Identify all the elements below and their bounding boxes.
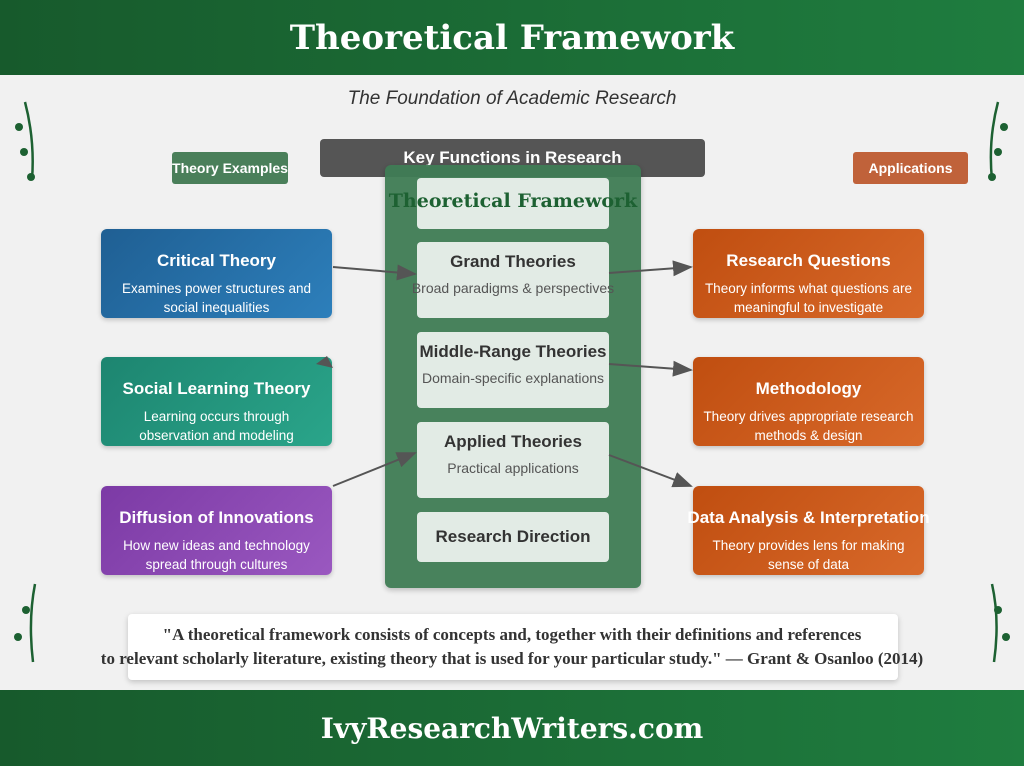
applications-badge: Applications bbox=[853, 152, 968, 184]
card-title: Methodology bbox=[755, 379, 862, 398]
box-desc: Domain-specific explanations bbox=[421, 370, 605, 386]
header-title: Theoretical Framework bbox=[0, 0, 1024, 75]
box-title: Applied Theories bbox=[444, 432, 582, 451]
card-title: Social Learning Theory bbox=[122, 379, 311, 398]
box-desc: Practical applications bbox=[447, 460, 579, 476]
card-title: Research Questions bbox=[726, 251, 891, 270]
leaf-icon bbox=[14, 123, 1010, 641]
box-title: Middle-Range Theories bbox=[419, 342, 607, 361]
research-direction-box[interactable]: Research Direction bbox=[417, 512, 609, 562]
card-desc: Theory provides lens for making sense of… bbox=[712, 538, 905, 572]
card-desc: Theory drives appropriate research metho… bbox=[703, 409, 914, 443]
footer-site[interactable]: IvyResearchWriters.com bbox=[0, 690, 1024, 766]
framework-title-box bbox=[417, 178, 609, 229]
card-desc: How new ideas and technology spread thro… bbox=[123, 538, 310, 572]
box-title: Research Direction bbox=[435, 527, 591, 546]
theory-examples-badge: Theory Examples bbox=[172, 152, 288, 184]
subtitle: The Foundation of Academic Research bbox=[347, 88, 677, 109]
card-title: Data Analysis & Interpretation bbox=[687, 508, 930, 527]
quote-text: "A theoretical framework consists of con… bbox=[0, 623, 1024, 671]
vine-icon bbox=[23, 101, 1000, 663]
box-title: Grand Theories bbox=[450, 252, 576, 271]
quote-line: to relevant scholarly literature, existi… bbox=[100, 649, 924, 668]
card-desc: Examines power structures and social ine… bbox=[121, 281, 312, 315]
framework-title: Theoretical Framework bbox=[388, 190, 638, 212]
quote-line: "A theoretical framework consists of con… bbox=[162, 625, 862, 644]
box-desc: Broad paradigms & perspectives bbox=[411, 280, 615, 296]
card-title: Diffusion of Innovations bbox=[119, 508, 314, 527]
card-desc: Learning occurs through observation and … bbox=[139, 409, 294, 443]
card-title: Critical Theory bbox=[156, 251, 277, 270]
quote-box bbox=[128, 614, 898, 680]
card-desc: Theory informs what questions are meanin… bbox=[704, 281, 913, 315]
